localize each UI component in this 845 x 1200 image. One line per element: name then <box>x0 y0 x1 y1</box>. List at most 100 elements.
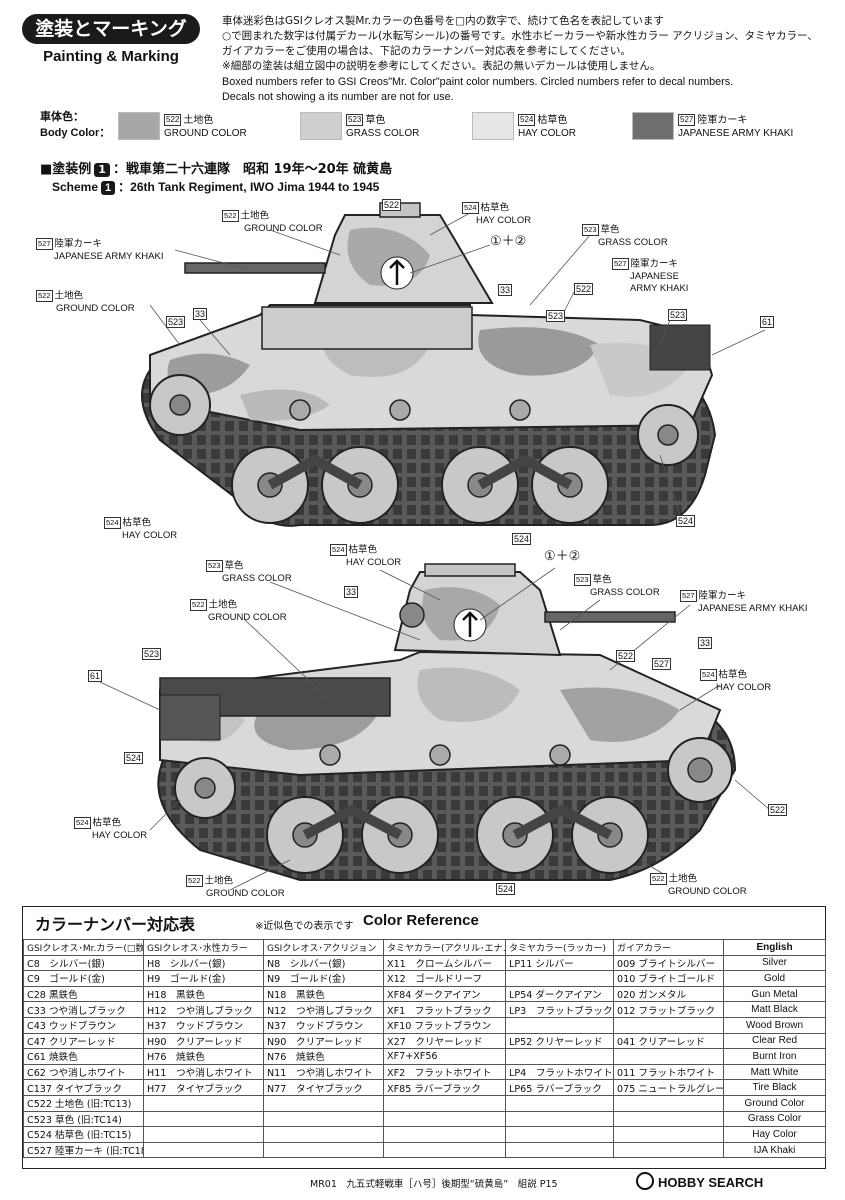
table-cell <box>505 1094 614 1112</box>
table-cell <box>505 1141 614 1159</box>
table-cell: Ground Color <box>723 1094 826 1112</box>
scheme-number: 1 <box>101 181 116 195</box>
table-cell: LP4 フラットホワイト <box>505 1063 614 1081</box>
paint-number-tag: 523 <box>668 309 688 321</box>
paint-number-tag: 522 <box>574 283 594 295</box>
table-cell: LP65 ラバーブラック <box>505 1079 614 1096</box>
swatch-name-ja: 土地色 <box>183 115 214 126</box>
table-cell <box>505 970 614 987</box>
callout-en: GROUND COLOR <box>244 222 323 234</box>
table-cell: XF7+XF56 <box>383 1048 506 1065</box>
swatch-name-en: GRASS COLOR <box>346 128 420 139</box>
paint-number-tag: 524 <box>676 515 696 527</box>
table-cell: C8 シルバー(銀) <box>23 954 144 972</box>
callout-ja: 土地色 <box>240 210 270 222</box>
table-cell: Hay Color <box>723 1126 826 1143</box>
paint-number-tag: 523 <box>142 648 162 660</box>
table-cell: C524 枯草色 (旧:TC15) <box>23 1126 144 1143</box>
swatch-army-khaki <box>632 112 674 140</box>
table-cell: Clear Red <box>723 1032 826 1050</box>
table-cell: H11 つや消しホワイト <box>143 1063 264 1081</box>
table-row: C523 草色 (旧:TC14)Grass Color <box>23 1110 826 1128</box>
table-cell: C62 つや消しホワイト <box>23 1063 144 1081</box>
decal-number-tag: 61 <box>88 670 103 682</box>
callout-en: GRASS COLOR <box>598 236 668 248</box>
callout-ja: 陸軍カーキ <box>698 590 747 602</box>
note-ja-1: 車体迷彩色はGSIクレオス製Mr.カラーの色番号を□内の数字で、続けて色名を表記… <box>222 15 664 27</box>
table-cell <box>263 1094 384 1112</box>
column-header: タミヤカラー(アクリル･エナメル) <box>383 939 506 956</box>
decal-number-tag: 33 <box>344 586 359 598</box>
table-cell: 020 ガンメタル <box>613 985 724 1003</box>
table-cell: 010 ブライトゴールド <box>613 970 724 987</box>
table-cell <box>383 1110 506 1128</box>
table-cell: N11 つや消しホワイト <box>263 1063 384 1081</box>
swatch-ground-color <box>118 112 160 140</box>
table-cell: Matt White <box>723 1063 826 1081</box>
color-reference-panel: カラーナンバー対応表 ※近似色での表示です Color Reference GS… <box>22 906 826 1169</box>
callout-en: GRASS COLOR <box>222 572 292 584</box>
table-cell: 009 ブライトシルバー <box>613 954 724 972</box>
table-cell: N37 ウッドブラウン <box>263 1016 384 1034</box>
callout-en: HAY COLOR <box>346 556 402 568</box>
paint-number: 527 <box>678 114 696 127</box>
paint-number: 522 <box>186 875 203 887</box>
table-cell: N8 シルバー(銀) <box>263 954 384 972</box>
paint-number: 527 <box>680 590 697 602</box>
color-reference-title-ja: カラーナンバー対応表 <box>35 915 196 934</box>
column-header: English <box>723 939 826 956</box>
callout-en: GRASS COLOR <box>590 586 660 598</box>
decal-callout-top: ①＋② <box>490 233 527 248</box>
swatch-hay-color <box>472 112 514 140</box>
table-cell: X11 クロームシルバー <box>383 954 506 972</box>
body-color-label-en: Body Color： <box>40 127 111 139</box>
table-row: C524 枯草色 (旧:TC15) Hay Color <box>23 1126 826 1143</box>
decal-number-tag: 33 <box>193 308 208 320</box>
table-cell: LP54 ダークアイアン <box>505 985 614 1003</box>
decal-callout-bottom: ①＋② <box>544 548 581 563</box>
callout-ja: 枯草色 <box>122 517 152 529</box>
table-cell: C33 つや消しブラック <box>23 1001 144 1018</box>
table-cell: LP11 シルバー <box>505 954 614 972</box>
callout-en: ARMY KHAKI <box>630 282 689 294</box>
table-cell <box>383 1141 506 1159</box>
callout-ja: 枯草色 <box>92 817 122 829</box>
color-reference-note: ※近似色での表示です <box>255 921 354 932</box>
table-cell: H9 ゴールド(金) <box>143 970 264 987</box>
note-ja-3: ガイアカラーをご使用の場合は、下記のカラーナンバー対応表を参考にしてください。 <box>222 45 631 57</box>
table-cell: N77 タイヤブラック <box>263 1079 384 1096</box>
paint-number: 524 <box>74 817 91 829</box>
paint-number-tag: 523 <box>166 316 186 328</box>
table-cell: H76 焼鉄色 <box>143 1048 264 1065</box>
paint-number: 523 <box>582 224 599 236</box>
table-cell: C61 焼鉄色 <box>23 1048 144 1065</box>
table-cell: H18 黒鉄色 <box>143 985 264 1003</box>
page-footer: MR01 九五式軽戦車［ハ号］後期型“硫黄島” 組説 P15 <box>310 1179 558 1190</box>
table-cell: C522 土地色 (旧:TC13) <box>23 1094 144 1112</box>
paint-number: 524 <box>518 114 536 127</box>
column-header: タミヤカラー(ラッカー) <box>505 939 614 956</box>
paint-number: 522 <box>36 290 53 302</box>
table-row: C8 シルバー(銀)H8 シルバー(銀)N8 シルバー(銀)X11 クロームシル… <box>23 954 826 972</box>
paint-number: 524 <box>330 544 347 556</box>
site-logo: HOBBY SEARCH <box>636 1172 763 1190</box>
paint-number: 524 <box>700 669 717 681</box>
callout-en: GROUND COLOR <box>668 885 747 897</box>
table-cell: N9 ゴールド(金) <box>263 970 384 987</box>
note-ja-2: ○で囲まれた数字は付属デカール(水転写シール)の番号です。水性ホビーカラーや新水… <box>222 30 818 42</box>
callout-en: JAPANESE ARMY KHAKI <box>698 602 808 614</box>
paint-number-tag: 524 <box>496 883 516 895</box>
logo-icon <box>636 1172 654 1190</box>
